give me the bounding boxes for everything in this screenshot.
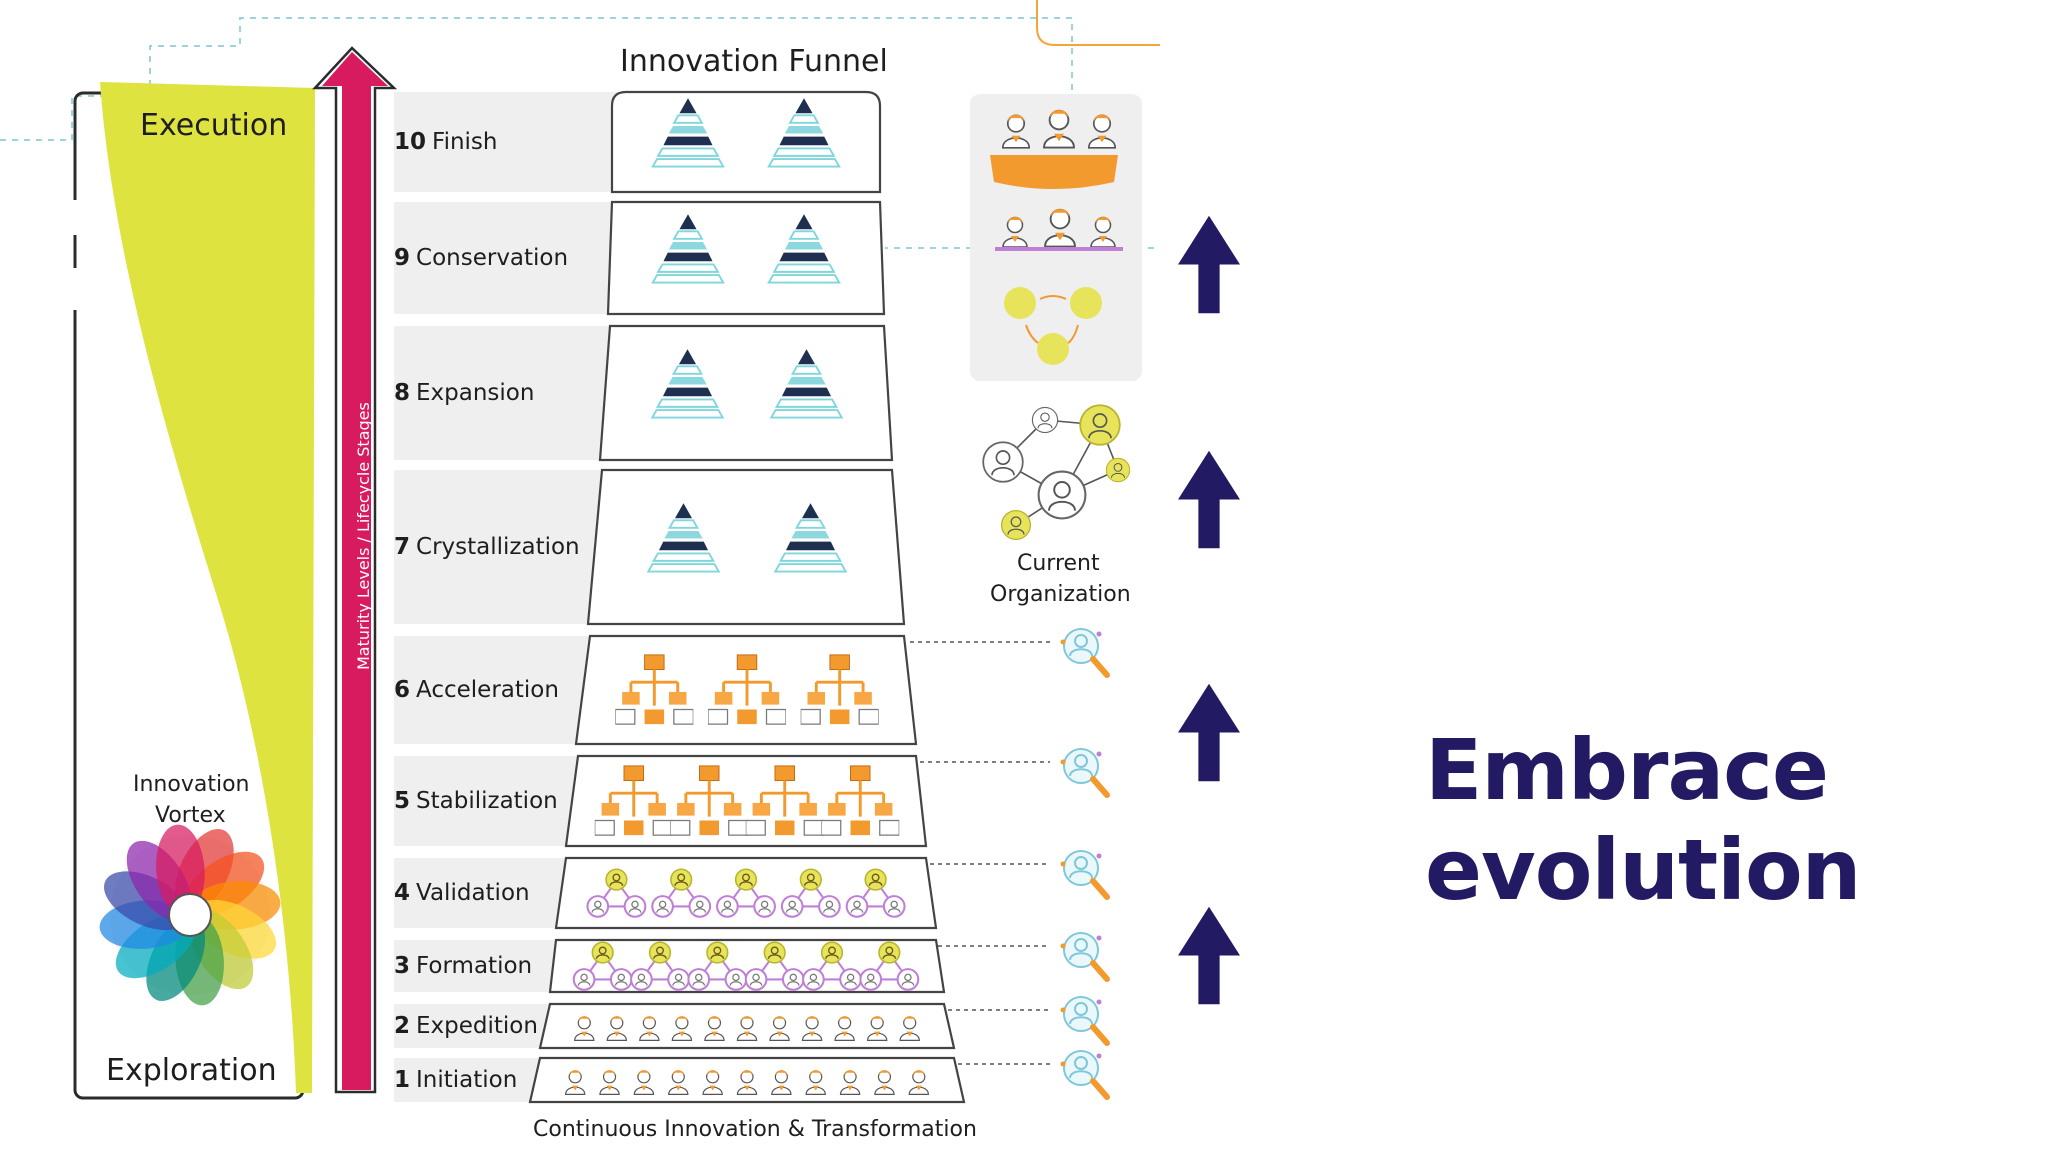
vortex-top-label: Execution xyxy=(140,108,288,143)
up-arrow-icon xyxy=(1178,906,1240,1005)
stage-name: Initiation xyxy=(416,1067,518,1093)
vortex-flower-icon xyxy=(99,824,281,1006)
magnifier-icon xyxy=(1061,749,1108,795)
stage-name: Validation xyxy=(416,880,530,906)
stage-name: Expedition xyxy=(416,1013,538,1039)
stage-number: 1 xyxy=(394,1067,411,1093)
magnifier-icon xyxy=(1061,997,1108,1043)
stage-number: 2 xyxy=(394,1013,411,1039)
org-label-line2: Organization xyxy=(990,582,1131,607)
stage-number: 3 xyxy=(394,953,411,979)
stage-number: 10 xyxy=(394,129,427,155)
vortex-wedge xyxy=(100,82,315,1093)
stage-band-8 xyxy=(394,326,624,460)
funnel-level-8 xyxy=(598,324,894,462)
leaders-icon xyxy=(990,109,1118,189)
magnifier-icon xyxy=(1061,851,1108,897)
axis-label: Maturity Levels / Lifecycle Stages xyxy=(354,402,373,670)
network-icon xyxy=(982,404,1131,541)
stage-name: Expansion xyxy=(416,380,535,406)
stage-name: Finish xyxy=(432,129,498,155)
funnel-level-7 xyxy=(586,468,906,626)
stage-band-7 xyxy=(394,470,624,624)
stage-number: 4 xyxy=(394,880,411,906)
funnel-title: Innovation Funnel xyxy=(620,44,888,79)
magnifier-icon xyxy=(1061,629,1108,675)
up-arrow-icon xyxy=(1178,450,1240,549)
headline-line2: evolution xyxy=(1425,821,1861,919)
stage-name: Formation xyxy=(416,953,533,979)
orange-corner-line xyxy=(1036,0,1160,46)
vortex-name-line2: Vortex xyxy=(155,803,226,828)
org-label-line1: Current xyxy=(1017,551,1100,576)
stage-number: 6 xyxy=(394,677,411,703)
funnel-level-4 xyxy=(554,856,938,930)
vortex-bottom-label: Exploration xyxy=(106,1053,277,1088)
funnel-level-10 xyxy=(610,90,882,194)
stage-number: 8 xyxy=(394,380,411,406)
stage-name: Crystallization xyxy=(416,534,580,560)
funnel-level-9 xyxy=(606,200,886,316)
funnel-caption: Continuous Innovation & Transformation xyxy=(533,1117,977,1142)
magnifier-icon xyxy=(1061,1051,1108,1097)
stage-name: Conservation xyxy=(416,245,569,271)
stage-name: Stabilization xyxy=(416,788,558,814)
stage-number: 5 xyxy=(394,788,411,814)
stage-number: 7 xyxy=(394,534,411,560)
cycle-icon xyxy=(1004,287,1102,365)
innovation-funnel xyxy=(394,90,1108,1104)
up-arrow-icon xyxy=(1178,683,1240,782)
stage-name: Acceleration xyxy=(416,677,559,703)
magnifier-icon xyxy=(1061,933,1108,979)
up-arrow-icon xyxy=(1178,215,1240,314)
stage-band-9 xyxy=(394,202,624,314)
headline-line1: Embrace xyxy=(1425,721,1829,819)
vortex-name-line1: Innovation xyxy=(133,772,250,797)
maturity-arrow-outline xyxy=(312,46,398,1094)
stage-number: 9 xyxy=(394,245,411,271)
maturity-arrow xyxy=(322,52,388,1090)
headline: Embrace evolution xyxy=(1425,720,1861,920)
stage-band-10 xyxy=(394,92,624,192)
vortex-petal xyxy=(156,824,205,915)
team-icon xyxy=(995,208,1123,251)
